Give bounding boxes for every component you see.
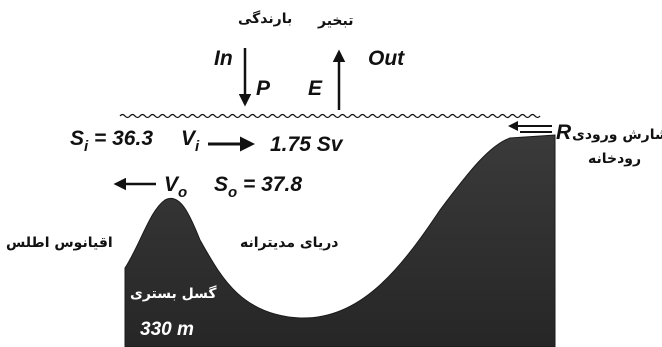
precipitation-label: بارندگی bbox=[238, 11, 293, 27]
evaporation-label: تبخیر bbox=[318, 13, 354, 29]
river-inflow-label-line2: رودخانه bbox=[588, 151, 642, 167]
inflow-salinity-value: = 36.3 bbox=[88, 127, 153, 150]
atlantic-ocean-label: اقیانوس اطلس bbox=[6, 235, 113, 251]
sill-label: گسل بستری bbox=[130, 286, 217, 302]
inflow-salinity-label: Si = 36.3 bbox=[70, 127, 153, 154]
inflow-velocity-label: Vi bbox=[181, 127, 199, 154]
inflow-velocity-symbol: V bbox=[181, 127, 196, 150]
outflow-velocity-subscript: o bbox=[178, 184, 188, 201]
seafloor-profile bbox=[124, 134, 556, 347]
mediterranean-sea-label: دریای مدیترانه bbox=[240, 235, 339, 251]
outflow-velocity-symbol: V bbox=[164, 173, 179, 196]
outflow-salinity-symbol: S bbox=[214, 173, 229, 196]
inflow-salinity-symbol: S bbox=[70, 127, 85, 150]
e-label: E bbox=[308, 77, 323, 100]
outflow-salinity-value: = 37.8 bbox=[237, 173, 302, 196]
inflow-velocity-subscript: i bbox=[195, 138, 200, 155]
p-label: P bbox=[256, 77, 271, 100]
in-label: In bbox=[214, 47, 233, 70]
outflow-salinity-subscript: o bbox=[228, 184, 238, 201]
out-label: Out bbox=[368, 47, 405, 70]
inflow-salinity-subscript: i bbox=[84, 138, 89, 155]
outflow-velocity-label: Vo bbox=[164, 173, 187, 200]
depth-label: 330 m bbox=[140, 319, 194, 340]
outflow-salinity-label: So = 37.8 bbox=[214, 173, 302, 200]
sea-surface-line bbox=[119, 113, 541, 119]
flow-rate-label: 1.75 Sv bbox=[270, 133, 343, 156]
r-label: R bbox=[556, 121, 572, 144]
river-inflow-label-line1: شارش ورودی bbox=[572, 127, 662, 143]
